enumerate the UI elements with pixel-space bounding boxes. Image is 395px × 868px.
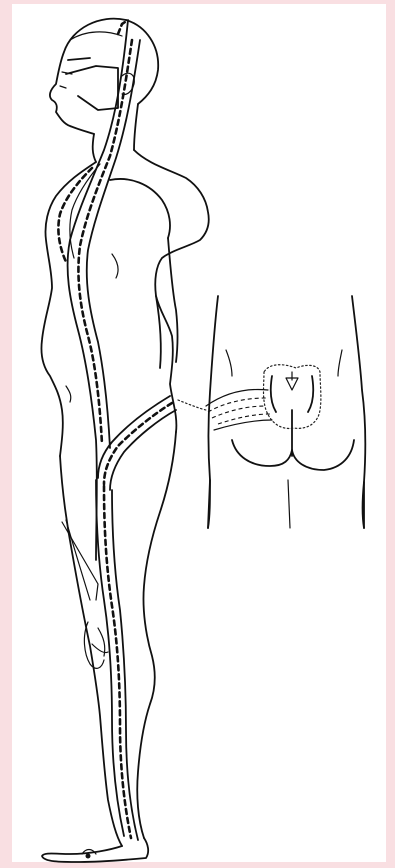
- leg-channel: [96, 480, 138, 840]
- lateral-channel-upper: [68, 20, 140, 560]
- side-view-figure: [41, 19, 208, 862]
- torso: [41, 150, 208, 456]
- foot-point-marker: [86, 854, 91, 859]
- foot: [42, 838, 148, 862]
- hip-channel: [98, 396, 206, 490]
- posterior-view-figure: [206, 296, 365, 528]
- head: [50, 19, 158, 162]
- leg: [60, 432, 176, 846]
